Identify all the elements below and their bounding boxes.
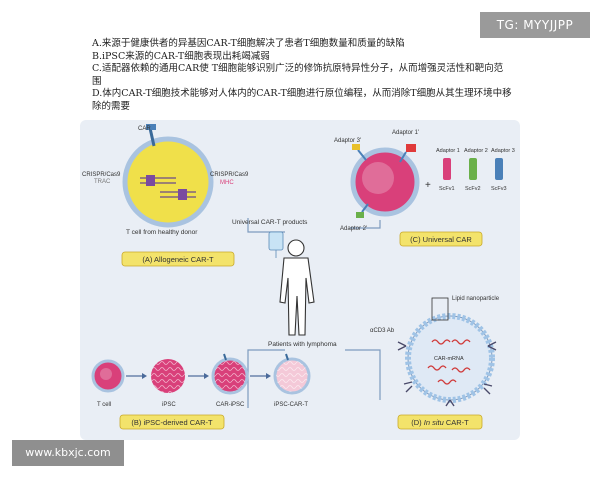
in-situ-badge-text: (D) In situ CAR-T bbox=[411, 418, 469, 427]
universal-products-label: Universal CAR-T products bbox=[232, 219, 308, 226]
ipsc-section: T cell iPSC CAR-iPSC iPSC-CAR-T (B) iPSC… bbox=[91, 353, 311, 430]
adaptor1-binder bbox=[399, 151, 407, 163]
ipsc-badge bbox=[119, 414, 225, 430]
adaptor3-prime-label: Adaptor 3' bbox=[334, 138, 361, 144]
patients-label: Patients with lymphoma bbox=[268, 341, 337, 348]
ipsc-badge-text: (B) iPSC-derived CAR-T bbox=[131, 418, 213, 427]
universal-car-badge-text: (C) Universal CAR bbox=[410, 235, 472, 244]
ipsc-car-t-receptor bbox=[285, 353, 289, 361]
car-head bbox=[146, 124, 156, 130]
antibody-markers bbox=[397, 341, 497, 407]
in-situ-badge bbox=[397, 414, 483, 430]
adaptor3-label: Adaptor 3 bbox=[491, 148, 515, 154]
telegram-watermark: TG: MYYJJPP bbox=[480, 12, 590, 38]
t-cell-label: T cell bbox=[97, 402, 111, 408]
figure-svg: CAR CRISPR/Cas9 TRAC CRISPR/Cas9 MHC T c… bbox=[80, 120, 520, 440]
scfv1-shape bbox=[443, 158, 451, 180]
car-mrna-label: CAR-mRNA bbox=[434, 356, 464, 362]
mrna-strands bbox=[427, 339, 471, 385]
crispr-left-label: CRISPR/Cas9 bbox=[82, 172, 121, 178]
website-watermark: www.kbxjc.com bbox=[12, 440, 124, 466]
scfv2-shape bbox=[469, 158, 477, 180]
scfv3-shape bbox=[495, 158, 503, 180]
adaptor1-tag bbox=[406, 144, 416, 152]
patient-figure bbox=[279, 239, 315, 336]
option-d: D.体内CAR-T细胞技术能够对人体内的CAR-T细胞进行原位编程，从而消除T细… bbox=[92, 88, 512, 112]
trac-locus bbox=[146, 175, 155, 186]
connector-b bbox=[247, 349, 285, 408]
connector-d bbox=[345, 349, 381, 400]
option-a: A.来源于健康供者的异基因CAR-T细胞解决了患者T细胞数量和质量的缺陷 bbox=[92, 38, 405, 49]
scfv2-label: ScFv2 bbox=[465, 186, 481, 192]
lipid-zoom-box bbox=[431, 297, 449, 321]
car-ipsc-receptor bbox=[223, 353, 227, 361]
adaptor1-prime-label: Adaptor 1' bbox=[392, 130, 419, 136]
scfv1-label: ScFv1 bbox=[439, 186, 455, 192]
answer-options: A.来源于健康供者的异基因CAR-T细胞解决了患者T细胞数量和质量的缺陷 B.i… bbox=[92, 38, 512, 113]
option-b: B.iPSC来源的CAR-T细胞表现出耗竭减弱 bbox=[92, 50, 270, 62]
arrow-3-head bbox=[266, 373, 271, 379]
donor-t-cell bbox=[122, 136, 214, 228]
adaptor3-tag bbox=[352, 144, 360, 150]
car-receptor bbox=[148, 127, 156, 147]
ipsc-car-t-texture bbox=[276, 360, 308, 392]
nucleus bbox=[362, 162, 394, 194]
in-situ-section: CAR-mRNA Lipid nanoparticle αCD3 Ab (D) … bbox=[370, 296, 500, 430]
iv-bag-icon bbox=[268, 231, 284, 251]
arrow-2-head bbox=[204, 373, 209, 379]
car-ipsc-texture bbox=[214, 360, 246, 392]
cd3-antibody-label: αCD3 Ab bbox=[370, 328, 395, 334]
trac-label: TRAC bbox=[94, 179, 111, 185]
ipsc-texture bbox=[151, 359, 185, 393]
car-t-strategy-figure: CAR CRISPR/Cas9 TRAC CRISPR/Cas9 MHC T c… bbox=[80, 120, 520, 440]
adaptor2-tag bbox=[356, 212, 364, 218]
scfv3-label: ScFv3 bbox=[491, 186, 507, 192]
ipsc-label: iPSC bbox=[162, 402, 176, 408]
crispr-right-label: CRISPR/Cas9 bbox=[210, 172, 249, 178]
ipsc-car-t-label: iPSC-CAR-T bbox=[274, 402, 308, 408]
car-ipsc-label: CAR-iPSC bbox=[216, 402, 245, 408]
mhc-locus bbox=[178, 189, 187, 200]
allogeneic-section: CAR CRISPR/Cas9 TRAC CRISPR/Cas9 MHC T c… bbox=[82, 124, 249, 267]
car-label: CAR bbox=[138, 126, 151, 132]
option-c: C.适配器依赖的通用CAR使 T细胞能够识别广泛的修饰抗原特异性分子，从而增强灵… bbox=[92, 63, 504, 87]
allogeneic-badge bbox=[121, 251, 235, 267]
adaptor3-binder bbox=[357, 149, 367, 161]
connector-c bbox=[350, 220, 381, 229]
plus-sign: + bbox=[425, 180, 431, 191]
universal-car-section: Adaptor 3' Adaptor 1' Adaptor 2' + Adapt… bbox=[334, 130, 515, 247]
center-section: Universal CAR-T products Patients with l… bbox=[232, 219, 337, 348]
adaptor2-prime-label: Adaptor 2' bbox=[340, 226, 367, 232]
adaptor2-label: Adaptor 2 bbox=[464, 148, 488, 154]
adaptor2-binder bbox=[361, 203, 369, 213]
t-cell-nucleus bbox=[100, 368, 112, 380]
adaptor1-label: Adaptor 1 bbox=[436, 148, 460, 154]
universal-car-badge bbox=[399, 231, 483, 247]
mhc-label: MHC bbox=[220, 180, 234, 186]
lipid-nanoparticle-label: Lipid nanoparticle bbox=[452, 296, 500, 302]
arrow-1-head bbox=[142, 373, 147, 379]
allogeneic-badge-text: (A) Allogeneic CAR-T bbox=[142, 255, 214, 264]
donor-label: T cell from healthy donor bbox=[126, 229, 198, 236]
